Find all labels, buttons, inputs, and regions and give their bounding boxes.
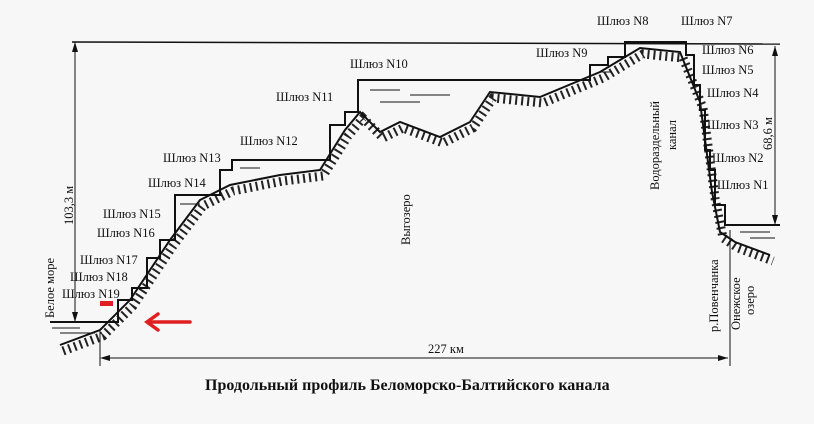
onega-label-1: Онежское bbox=[729, 277, 743, 330]
lock-label-n4: Шлюз N4 bbox=[707, 86, 759, 100]
ground-line bbox=[59, 46, 771, 346]
lock-label-n2: Шлюз N2 bbox=[712, 151, 764, 165]
lock-label-n12: Шлюз N12 bbox=[240, 134, 298, 148]
lock-label-n15: Шлюз N15 bbox=[103, 207, 161, 221]
lock-label-n3: Шлюз N3 bbox=[707, 118, 759, 132]
lock-label-n19: Шлюз N19 bbox=[62, 287, 120, 301]
lock-label-n13: Шлюз N13 bbox=[163, 151, 221, 165]
water-ripples bbox=[52, 71, 775, 334]
height-right-label: 68,6 м bbox=[761, 117, 775, 150]
red-marker bbox=[100, 301, 113, 306]
white-sea-label: Белое море bbox=[43, 258, 57, 318]
vygozero-label: Выгозеро bbox=[399, 194, 413, 245]
dimension-arrows bbox=[72, 42, 778, 361]
lock-staircase bbox=[50, 41, 780, 323]
ground-hatching bbox=[61, 49, 775, 356]
lock-label-n17: Шлюз N17 bbox=[80, 253, 138, 267]
diagram-title: Продольный профиль Беломорско-Балтийског… bbox=[205, 377, 610, 394]
watershed-label-2: канал bbox=[665, 120, 679, 150]
onega-label-2: озеро bbox=[743, 286, 757, 315]
length-label: 227 км bbox=[428, 342, 464, 356]
lock-label-n1: Шлюз N1 bbox=[717, 178, 769, 192]
watershed-label-1: Водораздельный bbox=[648, 101, 662, 190]
height-left-label: 103,3 м bbox=[62, 186, 76, 225]
dimension-lines bbox=[74, 42, 776, 366]
top-level-line bbox=[71, 41, 781, 45]
lock-label-n11: Шлюз N11 bbox=[276, 90, 333, 104]
lock-label-n7: Шлюз N7 bbox=[681, 14, 733, 28]
lock-label-n10: Шлюз N10 bbox=[350, 57, 408, 71]
red-arrow-icon bbox=[144, 312, 192, 332]
lock-label-n18: Шлюз N18 bbox=[70, 270, 128, 284]
lock-label-n5: Шлюз N5 bbox=[702, 63, 754, 77]
lock-label-n9: Шлюз N9 bbox=[536, 46, 588, 60]
lock-labels: Шлюз N1 Шлюз N2 Шлюз N3 Шлюз N4 Шлюз N5 … bbox=[62, 14, 769, 301]
lock-label-n6: Шлюз N6 bbox=[702, 43, 754, 57]
povenchanka-label: р.Повенчанка bbox=[707, 259, 721, 332]
lock-label-n16: Шлюз N16 bbox=[97, 226, 155, 240]
lock-label-n8: Шлюз N8 bbox=[597, 14, 649, 28]
lock-label-n14: Шлюз N14 bbox=[148, 176, 207, 190]
